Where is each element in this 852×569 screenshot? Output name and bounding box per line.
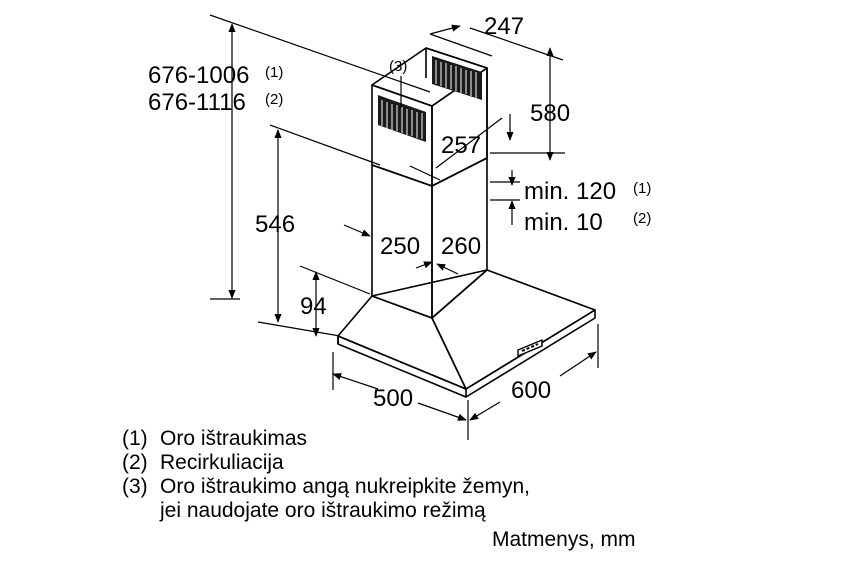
units-note: Matmenys, mm: [492, 528, 636, 551]
vent-grille-front: [378, 95, 426, 142]
hood-bottom-rim: [337, 309, 596, 398]
dimension-lines: [209, 14, 599, 440]
top-width-label: 247: [484, 13, 524, 40]
legend-key: (2): [122, 451, 148, 474]
chimney-width-pointer: [343, 224, 371, 237]
total-height-label-1: 676-1006: [148, 62, 249, 89]
legend-continuation: jei naudojate oro ištraukimo režimą: [160, 499, 486, 522]
upper-chimney-height-label: 580: [530, 100, 570, 127]
hood-width-dim: [332, 373, 379, 390]
canopy-left-face: [337, 295, 467, 390]
legend: (1) Oro ištraukimas (2) Recirkuliacija (…: [122, 427, 530, 523]
chimney-depth-dim: [435, 117, 503, 169]
total-height-marker-1: (1): [265, 64, 283, 81]
vent-opening-marker: (3): [389, 58, 407, 75]
ceiling-gap-label-1: min. 120: [524, 178, 616, 205]
ceiling-gap-marker-2: (2): [633, 210, 651, 227]
legend-key: (1): [122, 427, 148, 450]
canopy-back-edge: [371, 269, 488, 297]
legend-item: (3) Oro ištraukimo angą nukreipkite žemy…: [122, 475, 530, 499]
hood-depth-dim: [469, 401, 501, 421]
legend-text: Recirkuliacija: [160, 451, 284, 474]
dimension-labels: 247 580 257 250 260 676-1006 676-1116 (1…: [148, 13, 651, 412]
chimney-front-label: 260: [441, 233, 481, 260]
ceiling-gap-marker-1: (1): [633, 180, 651, 197]
hood-width-label: 500: [373, 385, 413, 412]
hood-outline: [337, 47, 596, 398]
total-height-label-2: 676-1116: [148, 89, 246, 116]
canopy-right-face: [431, 269, 596, 390]
legend-text: Oro ištraukimo angą nukreipkite žemyn,: [160, 475, 530, 498]
chimney-depth-label: 257: [441, 132, 481, 159]
lower-height-label: 546: [255, 211, 295, 238]
vent-grille-back: [432, 56, 482, 100]
legend-key: (3): [122, 475, 148, 498]
top-width-dim: [429, 33, 493, 57]
total-height-marker-2: (2): [265, 91, 283, 108]
upper-chimney-back-piece: [425, 47, 488, 158]
control-panel: [517, 338, 543, 358]
legend-item: (2) Recirkuliacija: [122, 451, 530, 475]
canopy-height-label: 94: [300, 293, 327, 320]
chimney-width-label: 250: [380, 233, 420, 260]
legend-item: (1) Oro ištraukimas: [122, 427, 530, 451]
hood-depth-label: 600: [511, 377, 551, 404]
chimney-front-pointer: [415, 261, 433, 269]
ceiling-gap-label-2: min. 10: [524, 209, 603, 236]
legend-text: Oro ištraukimas: [160, 427, 308, 450]
